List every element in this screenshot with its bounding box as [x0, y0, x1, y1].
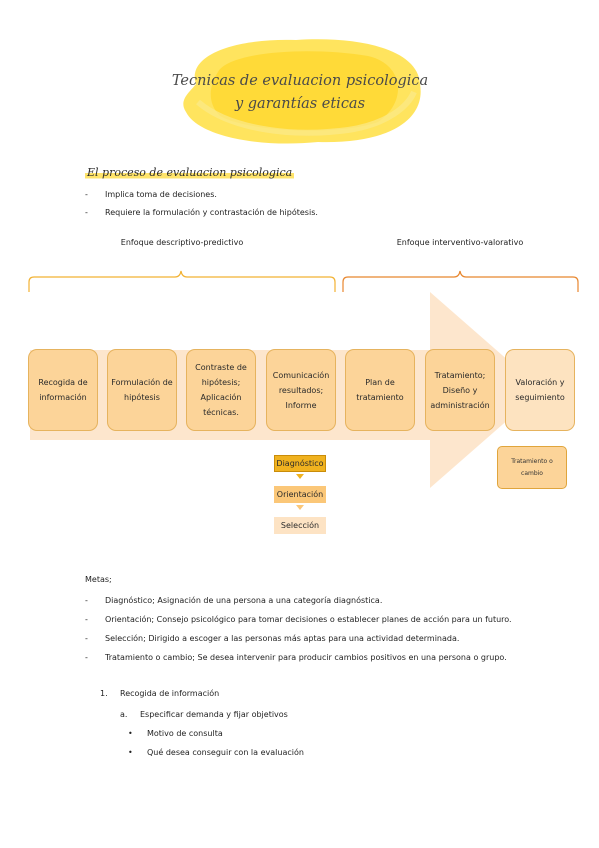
- approach-braces: [28, 270, 579, 292]
- step-recogida: Recogida de información: [28, 349, 98, 431]
- outline-subitem-a: a. Especificar demanda y fijar objetivos: [120, 710, 288, 719]
- page-subtitle: y garantías eticas: [234, 96, 366, 112]
- step-valoracion: Valoración y seguimiento: [505, 349, 575, 431]
- outline-item-label: Recogida de información: [120, 689, 220, 698]
- outline-subitem-label: Especificar demanda y fijar objetivos: [140, 710, 288, 719]
- page-title: Tecnicas de evaluacion psicologica: [171, 73, 429, 89]
- chip-seleccion: Selección: [274, 517, 326, 534]
- outline-item-1: 1. Recogida de información: [100, 689, 219, 698]
- approach-right-label: Enfoque interventivo-valorativo: [396, 238, 524, 247]
- metas-label: Metas;: [85, 575, 112, 584]
- step-contraste: Contraste de hipótesis; Aplicación técni…: [186, 349, 256, 431]
- watercolor-blob: [183, 39, 421, 144]
- step-tratamiento: Tratamiento; Diseño y administración: [425, 349, 495, 431]
- approach-left-label: Enfoque descriptivo-predictivo: [120, 238, 244, 247]
- outline-number: 1.: [100, 689, 108, 698]
- section-heading: El proceso de evaluacion psicologica: [85, 166, 295, 179]
- brace-right: [342, 270, 579, 292]
- down-arrow-icon: [296, 474, 304, 479]
- chip-orientacion: Orientación: [274, 486, 326, 503]
- step-plan: Plan de tratamiento: [345, 349, 415, 431]
- treatment-change-box: Tratamiento o cambio: [497, 446, 567, 489]
- brace-left: [28, 270, 336, 292]
- down-arrow-icon: [296, 505, 304, 510]
- outline-letter: a.: [120, 710, 128, 719]
- step-comunicacion: Comunicación resultados; Informe: [266, 349, 336, 431]
- step-formulacion: Formulación de hipótesis: [107, 349, 177, 431]
- chip-diagnostico: Diagnóstico: [274, 455, 326, 472]
